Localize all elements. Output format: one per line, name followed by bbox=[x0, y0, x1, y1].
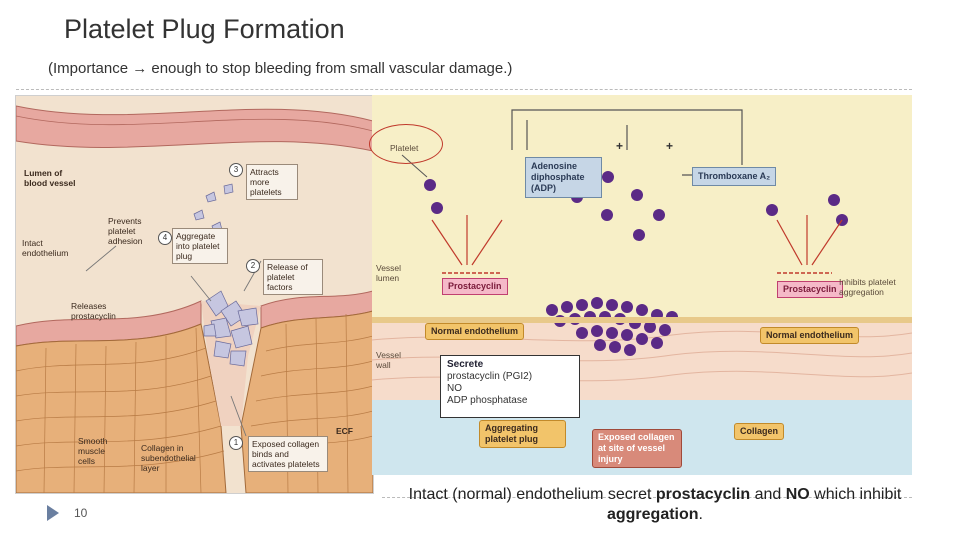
ecf-label: ECF bbox=[336, 426, 353, 436]
caption-bold: aggregation bbox=[606, 506, 699, 523]
caption-text: Intact (normal) endothelium secret prost… bbox=[395, 485, 915, 525]
plus-sign-1: + bbox=[616, 139, 624, 153]
vessel-wall-label: Vessel wall bbox=[376, 350, 402, 370]
caption-part: which inhibit bbox=[809, 486, 902, 503]
collagen-subendothelial-label: Collagen in subendothelial layer bbox=[141, 443, 196, 473]
secrete-textbox: Secrete prostacyclin (PGI2) NO ADP phosp… bbox=[440, 355, 580, 418]
step-1-box: Exposed collagen binds and activates pla… bbox=[248, 436, 328, 472]
caption-bold: prostacyclin bbox=[655, 486, 751, 503]
releases-prostacyclin-label: Releases prostacyclin bbox=[71, 301, 116, 321]
caption-bold: NO bbox=[785, 486, 810, 503]
prostacyclin-box-right: Prostacyclin bbox=[777, 281, 843, 298]
prevents-adhesion-label: Prevents platelet adhesion bbox=[108, 216, 143, 246]
plus-sign-2: + bbox=[666, 139, 674, 153]
aggregating-plug-box: Aggregating platelet plug bbox=[479, 420, 566, 448]
secrete-line: ADP phosphatase bbox=[447, 395, 528, 406]
inhibits-aggregation-label: Inhibits platelet aggregation bbox=[839, 277, 896, 297]
caption-part: . bbox=[698, 506, 703, 523]
vessel-lumen-label: Vessel lumen bbox=[376, 263, 402, 283]
step-1-number: 1 bbox=[229, 436, 243, 450]
intact-endothelium-label: Intact endothelium bbox=[22, 238, 69, 258]
thromboxane-box: Thromboxane A₂ bbox=[692, 167, 777, 186]
slide-title: Platelet Plug Formation bbox=[64, 14, 345, 44]
prostacyclin-illustration: Platelet Adenosine diphosphate (ADP) Thr… bbox=[372, 95, 912, 475]
slide-subtitle: (Importance → enough to stop bleeding fr… bbox=[48, 60, 513, 77]
lumen-label: Lumen of blood vessel bbox=[24, 168, 76, 188]
secrete-line: NO bbox=[447, 383, 462, 394]
slide-bullet-icon bbox=[47, 505, 59, 521]
step-4-box: Aggregate into platelet plug bbox=[172, 228, 228, 264]
step-4-number: 4 bbox=[158, 231, 172, 245]
platelet-highlight-circle bbox=[369, 124, 443, 164]
adp-box: Adenosine diphosphate (ADP) bbox=[525, 157, 602, 198]
step-3-box: Attracts more platelets bbox=[246, 164, 298, 200]
divider-bottom bbox=[382, 497, 912, 498]
normal-endothelium-right: Normal endothelium bbox=[760, 327, 860, 344]
vessel-damage-illustration: Lumen of blood vessel Intact endothelium… bbox=[15, 95, 374, 494]
exposed-collagen-box: Exposed collagen at site of vessel injur… bbox=[592, 429, 682, 468]
normal-endothelium-left: Normal endothelium bbox=[425, 323, 525, 340]
collagen-box: Collagen bbox=[734, 423, 785, 440]
page-number: 10 bbox=[74, 506, 88, 520]
secrete-heading: Secrete bbox=[447, 359, 484, 370]
step-3-number: 3 bbox=[229, 163, 243, 177]
caption-part: and bbox=[750, 486, 786, 503]
prostacyclin-box-left: Prostacyclin bbox=[442, 278, 508, 295]
step-2-number: 2 bbox=[246, 259, 260, 273]
step-2-box: Release of platelet factors bbox=[263, 259, 323, 295]
caption-part: Intact (normal) endothelium secret bbox=[408, 486, 656, 503]
divider-top bbox=[16, 89, 912, 90]
smooth-muscle-label: Smooth muscle cells bbox=[78, 436, 108, 466]
secrete-line: prostacyclin (PGI2) bbox=[447, 371, 533, 382]
